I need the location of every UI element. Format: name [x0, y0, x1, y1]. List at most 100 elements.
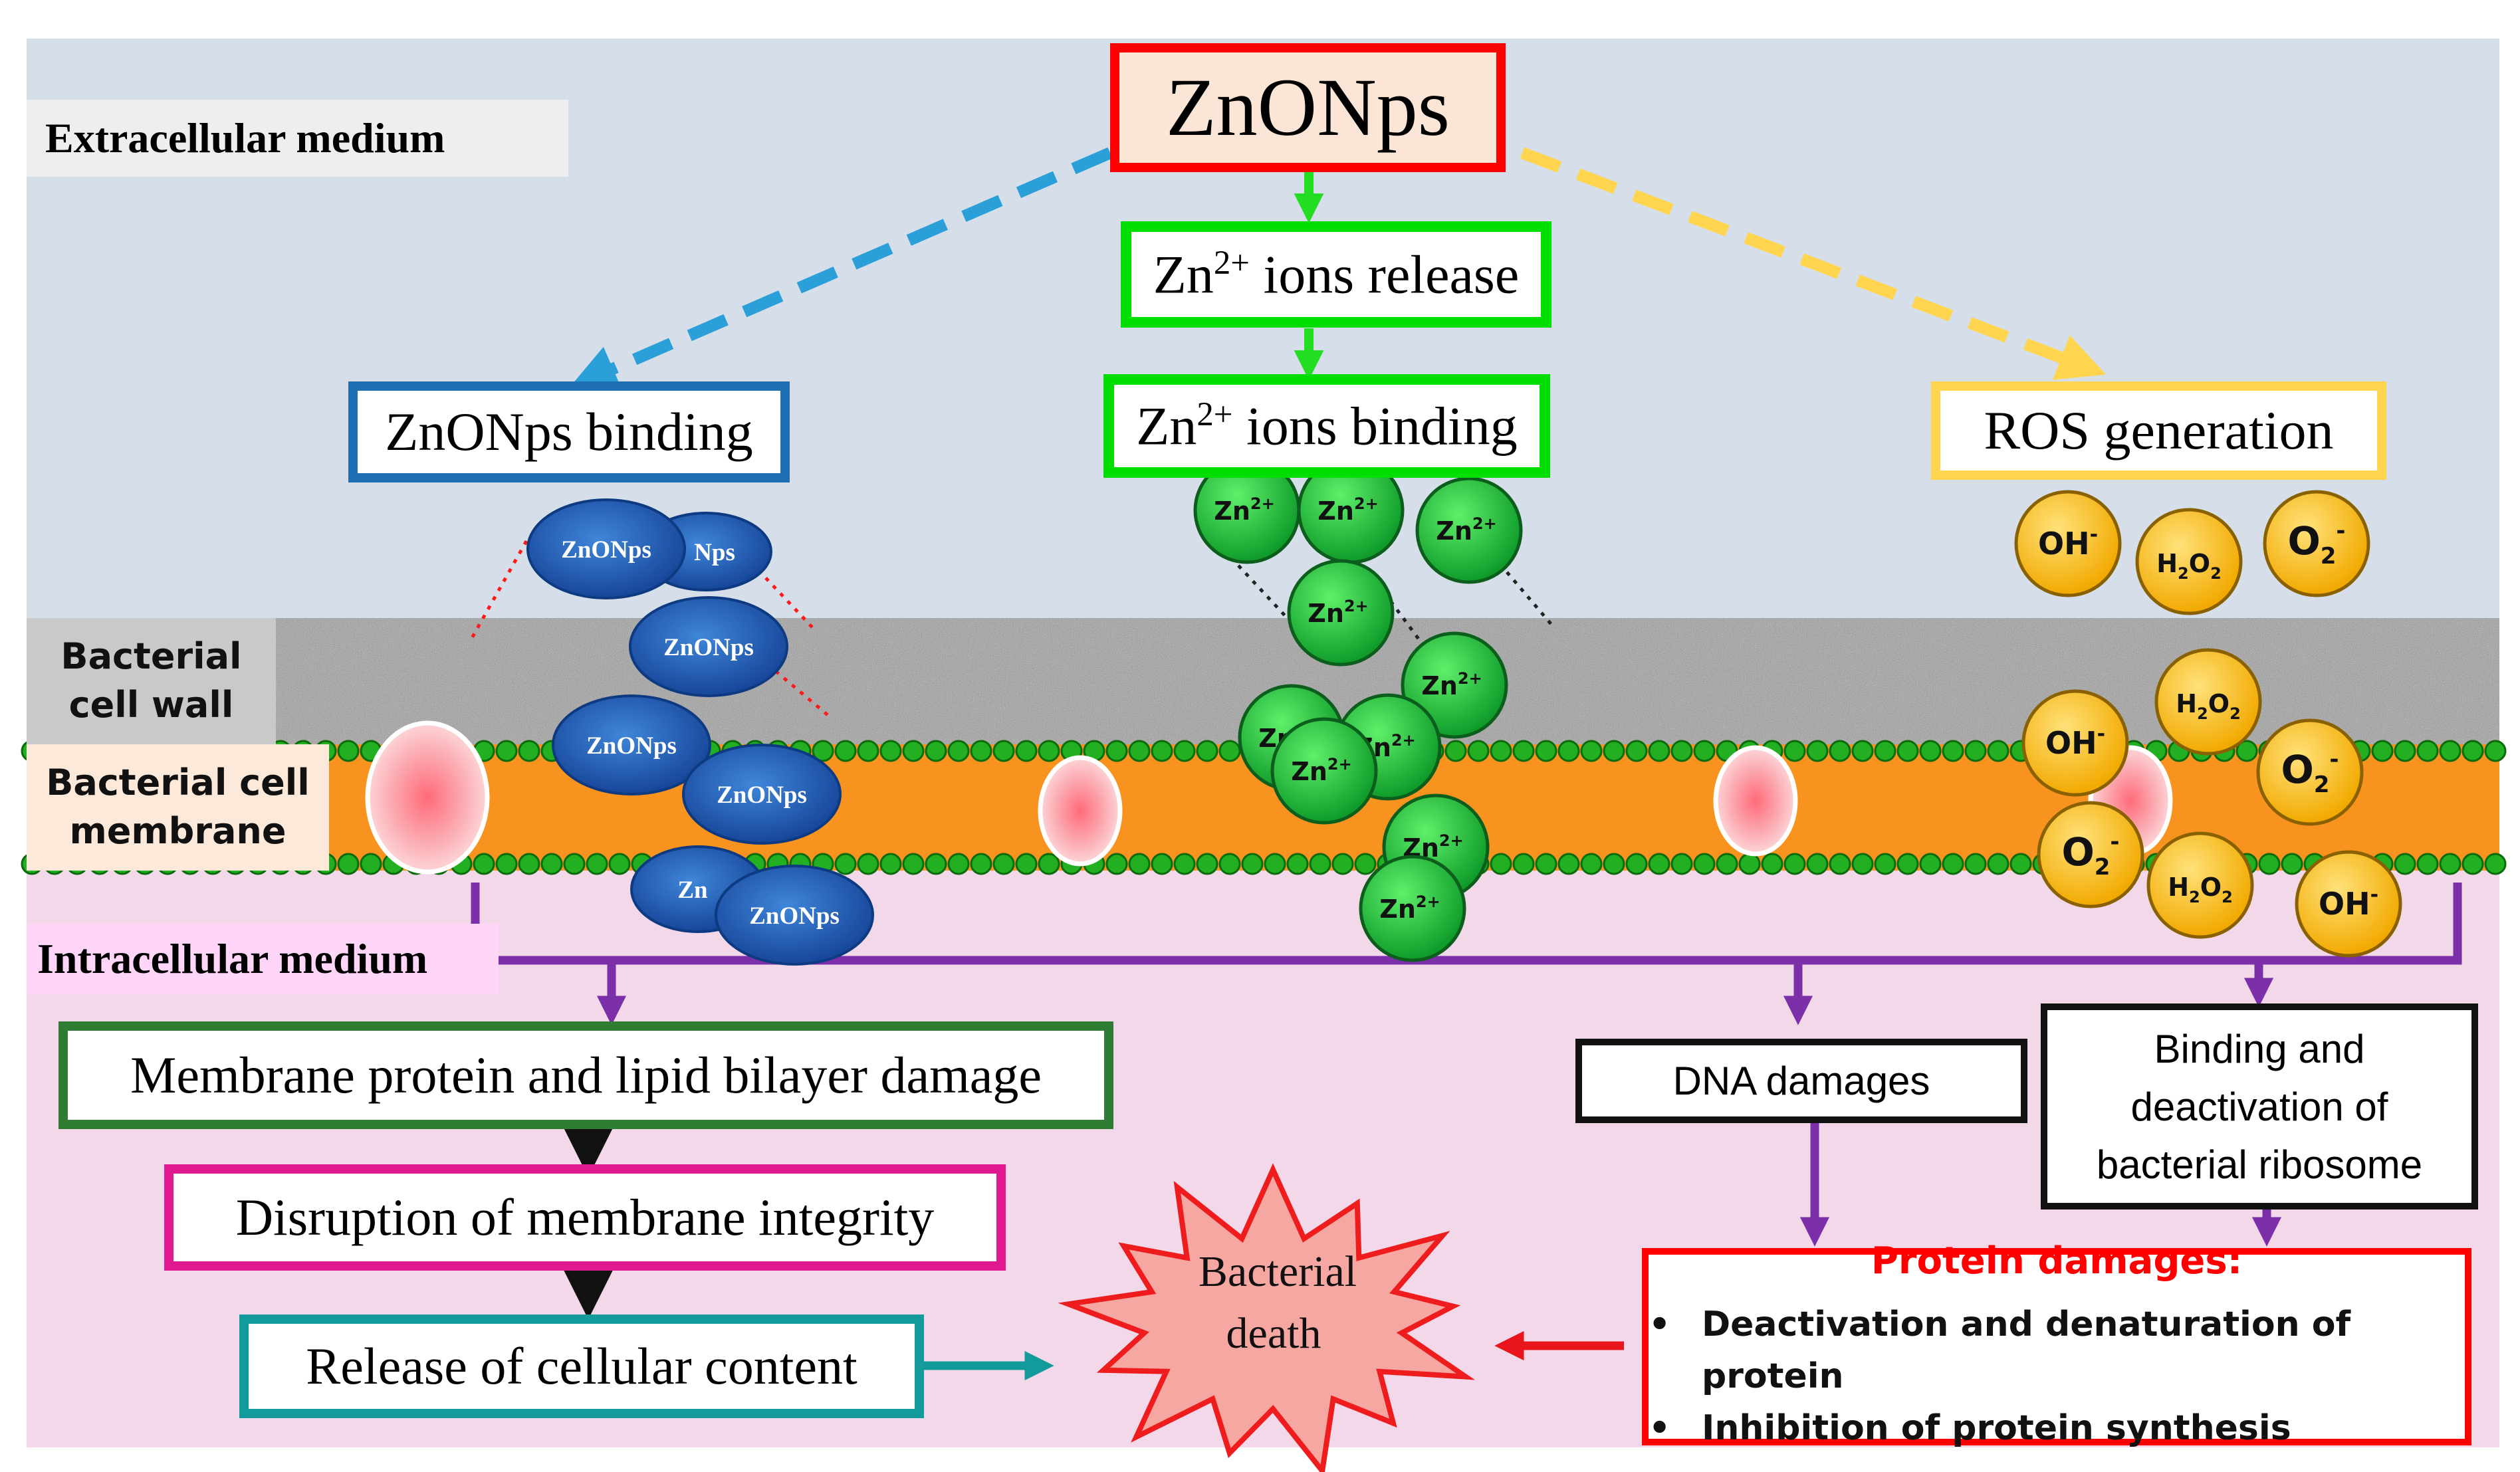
lipid-head [1942, 740, 1964, 762]
lipid-head [1490, 853, 1512, 875]
peroxide-particle: H2O2 [2146, 831, 2254, 939]
hydroxyl-particle: OH- [2021, 689, 2129, 797]
hydroxyl-particle: OH- [2014, 490, 2122, 597]
lipid-head [1535, 853, 1557, 875]
lipid-head [1693, 853, 1716, 875]
svg-text:H2O2: H2O2 [2168, 873, 2233, 906]
lipid-head [1196, 740, 1218, 762]
lipid-head [1964, 853, 1987, 875]
lipid-head [1173, 740, 1196, 762]
ion-release-node: Zn2+ ions release [1121, 221, 1551, 328]
lipid-head [1038, 740, 1060, 762]
intracellular-label: Intracellular medium [27, 924, 499, 994]
lipid-head [2258, 853, 2281, 875]
lipid-head [1467, 740, 1490, 762]
svg-text:Zn2+: Zn2+ [1214, 494, 1274, 526]
lipid-head [1603, 853, 1625, 875]
lipid-head [1105, 853, 1128, 875]
superoxide-particle: O2- [2256, 718, 2364, 826]
zinc-ion: Zn2+ [1287, 559, 1395, 667]
lipid-head [925, 740, 947, 762]
lipid-head [1806, 740, 1829, 762]
ion-binding-node: Zn2+ ions binding [1103, 374, 1550, 478]
lipid-head [1806, 853, 1829, 875]
lipid-head [563, 853, 586, 875]
zinc-ion: Zn2+ [1415, 476, 1523, 584]
lipid-head [540, 853, 563, 875]
nanoparticle: ZnONps [682, 744, 842, 845]
lipid-head [1942, 853, 1964, 875]
lipid-head [1286, 853, 1309, 875]
lipid-head [1829, 853, 1851, 875]
protein-damage-list: Deactivation and denaturation of protein… [1649, 1299, 2465, 1454]
lipid-head [1670, 853, 1693, 875]
lipid-head [1557, 853, 1580, 875]
lipid-head [1015, 740, 1038, 762]
membrane-protein [365, 720, 490, 875]
zinc-ion: Zn2+ [1270, 717, 1378, 825]
membrane-protein [1038, 755, 1123, 867]
lipid-head [1896, 853, 1919, 875]
lipid-head [1603, 740, 1625, 762]
lipid-head [947, 853, 970, 875]
lipid-head [473, 853, 495, 875]
svg-text:Zn2+: Zn2+ [1308, 597, 1368, 628]
ros-generation-node: ROS generation [1931, 381, 2386, 480]
lipid-head [1151, 740, 1173, 762]
lipid-head [1964, 740, 1987, 762]
lipid-head [1851, 853, 1874, 875]
lipid-head [1535, 740, 1557, 762]
lipid-head [2462, 740, 2484, 762]
lipid-head [1738, 853, 1761, 875]
lipid-head [1851, 740, 1874, 762]
lipid-head [1580, 740, 1603, 762]
zinc-ion: Zn2+ [1193, 457, 1301, 564]
lipid-head [992, 853, 1015, 875]
lipid-head [2416, 740, 2439, 762]
hydroxyl-particle: OH- [2295, 850, 2402, 958]
lipid-head [337, 853, 360, 875]
lipid-head [1173, 853, 1196, 875]
lipid-head [1196, 853, 1218, 875]
lipid-head [1444, 740, 1467, 762]
death-label-line2: death [1226, 1309, 1321, 1358]
peroxide-particle: H2O2 [2135, 508, 2243, 615]
lipid-head [992, 740, 1015, 762]
lipid-head [1580, 853, 1603, 875]
svg-text:Zn2+: Zn2+ [1403, 831, 1463, 863]
arrow-to-ros [1520, 147, 2107, 380]
nanoparticle: ZnONps [715, 865, 874, 966]
lipid-head [857, 853, 879, 875]
nanoparticle: ZnONps [552, 694, 711, 795]
disruption-node: Disruption of membrane integrity [164, 1164, 1006, 1271]
protein-damage-node: Protein damages: Deactivation and denatu… [1642, 1239, 2471, 1454]
lipid-head [1557, 740, 1580, 762]
lipid-head [834, 740, 857, 762]
lipid-head [2462, 853, 2484, 875]
lipid-head [2439, 740, 2462, 762]
lipid-head [925, 853, 947, 875]
svg-text:OH-: OH- [2319, 883, 2378, 922]
svg-text:Nps: Nps [694, 539, 735, 566]
protein-damage-item: Deactivation and denaturation of protein [1649, 1299, 2465, 1402]
svg-text:O2-: O2- [2281, 746, 2339, 798]
svg-text:H2O2: H2O2 [2176, 689, 2241, 723]
lipid-head [1693, 740, 1716, 762]
lipid-head [586, 853, 608, 875]
lipid-head [879, 853, 902, 875]
lipid-head [1218, 853, 1241, 875]
lipid-head [1331, 853, 1354, 875]
svg-text:ZnONps: ZnONps [561, 536, 651, 564]
svg-text:Zn2+: Zn2+ [1379, 893, 1440, 924]
lipid-head [1987, 740, 2009, 762]
lipid-head [1309, 853, 1331, 875]
lipid-head [2371, 740, 2394, 762]
lipid-head [2439, 853, 2462, 875]
lipid-head [902, 740, 925, 762]
lipid-head [2235, 740, 2258, 762]
lipid-head [1241, 853, 1264, 875]
